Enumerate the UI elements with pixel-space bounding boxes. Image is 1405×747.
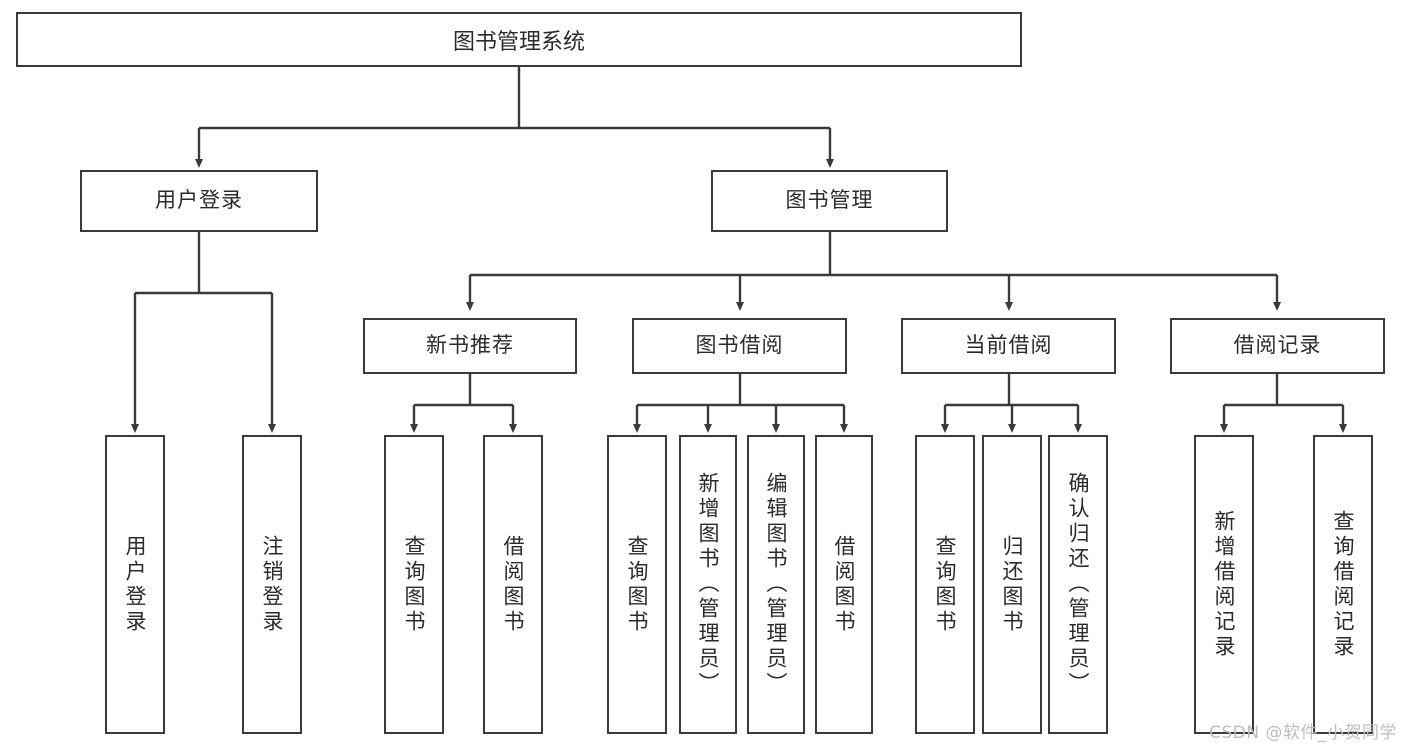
node-label: 图书管理 (785, 188, 874, 213)
node-label: 用户登录 (155, 188, 243, 213)
node-label: 当前借阅 (964, 333, 1053, 358)
node-label: 借阅记录 (1233, 333, 1322, 358)
leaf-recommend-borrow-book[interactable]: 借阅图书 (483, 435, 543, 734)
leaf-user-login-login[interactable]: 用户登录 (105, 435, 165, 734)
node-book-borrow[interactable]: 图书借阅 (632, 318, 847, 374)
node-label: 新增图书（管理员） (696, 472, 721, 697)
leaf-borrow-edit-book-admin[interactable]: 编辑图书（管理员） (747, 435, 805, 734)
leaf-current-confirm-return-admin[interactable]: 确认归还（管理员） (1048, 435, 1108, 734)
leaf-borrow-add-book-admin[interactable]: 新增图书（管理员） (679, 435, 737, 734)
leaf-user-login-logout[interactable]: 注销登录 (242, 435, 302, 734)
node-label: 查询图书 (402, 534, 427, 635)
node-new-book-recommend[interactable]: 新书推荐 (363, 318, 577, 374)
leaf-borrow-query-book[interactable]: 查询图书 (607, 435, 667, 734)
node-label: 借阅图书 (832, 534, 857, 635)
node-book-management[interactable]: 图书管理 (711, 170, 948, 232)
node-label: 借阅图书 (501, 534, 526, 635)
node-label: 新书推荐 (426, 333, 514, 358)
node-borrow-record[interactable]: 借阅记录 (1170, 318, 1385, 374)
watermark-text: CSDN @软件_小贺同学 (1209, 723, 1397, 743)
node-label: 编辑图书（管理员） (764, 472, 789, 697)
node-label: 归还图书 (1000, 534, 1025, 635)
leaf-current-return-book[interactable]: 归还图书 (982, 435, 1042, 734)
node-user-login[interactable]: 用户登录 (80, 170, 318, 232)
node-label: 查询图书 (625, 534, 650, 635)
node-label: 图书借阅 (695, 333, 784, 358)
node-label: 注销登录 (260, 534, 285, 635)
leaf-current-query-book[interactable]: 查询图书 (915, 435, 975, 734)
node-label: 新增借阅记录 (1212, 509, 1237, 660)
node-root-system[interactable]: 图书管理系统 (16, 12, 1022, 67)
node-label: 查询图书 (933, 534, 958, 635)
node-label: 查询借阅记录 (1331, 509, 1356, 660)
leaf-borrow-borrow-book[interactable]: 借阅图书 (815, 435, 873, 734)
node-label: 确认归还（管理员） (1066, 472, 1091, 697)
node-label: 图书管理系统 (452, 29, 585, 55)
node-label: 用户登录 (123, 534, 148, 635)
leaf-record-query-record[interactable]: 查询借阅记录 (1313, 435, 1373, 734)
leaf-record-add-record[interactable]: 新增借阅记录 (1194, 435, 1254, 734)
leaf-recommend-query-book[interactable]: 查询图书 (384, 435, 444, 734)
node-current-borrow[interactable]: 当前借阅 (901, 318, 1116, 374)
